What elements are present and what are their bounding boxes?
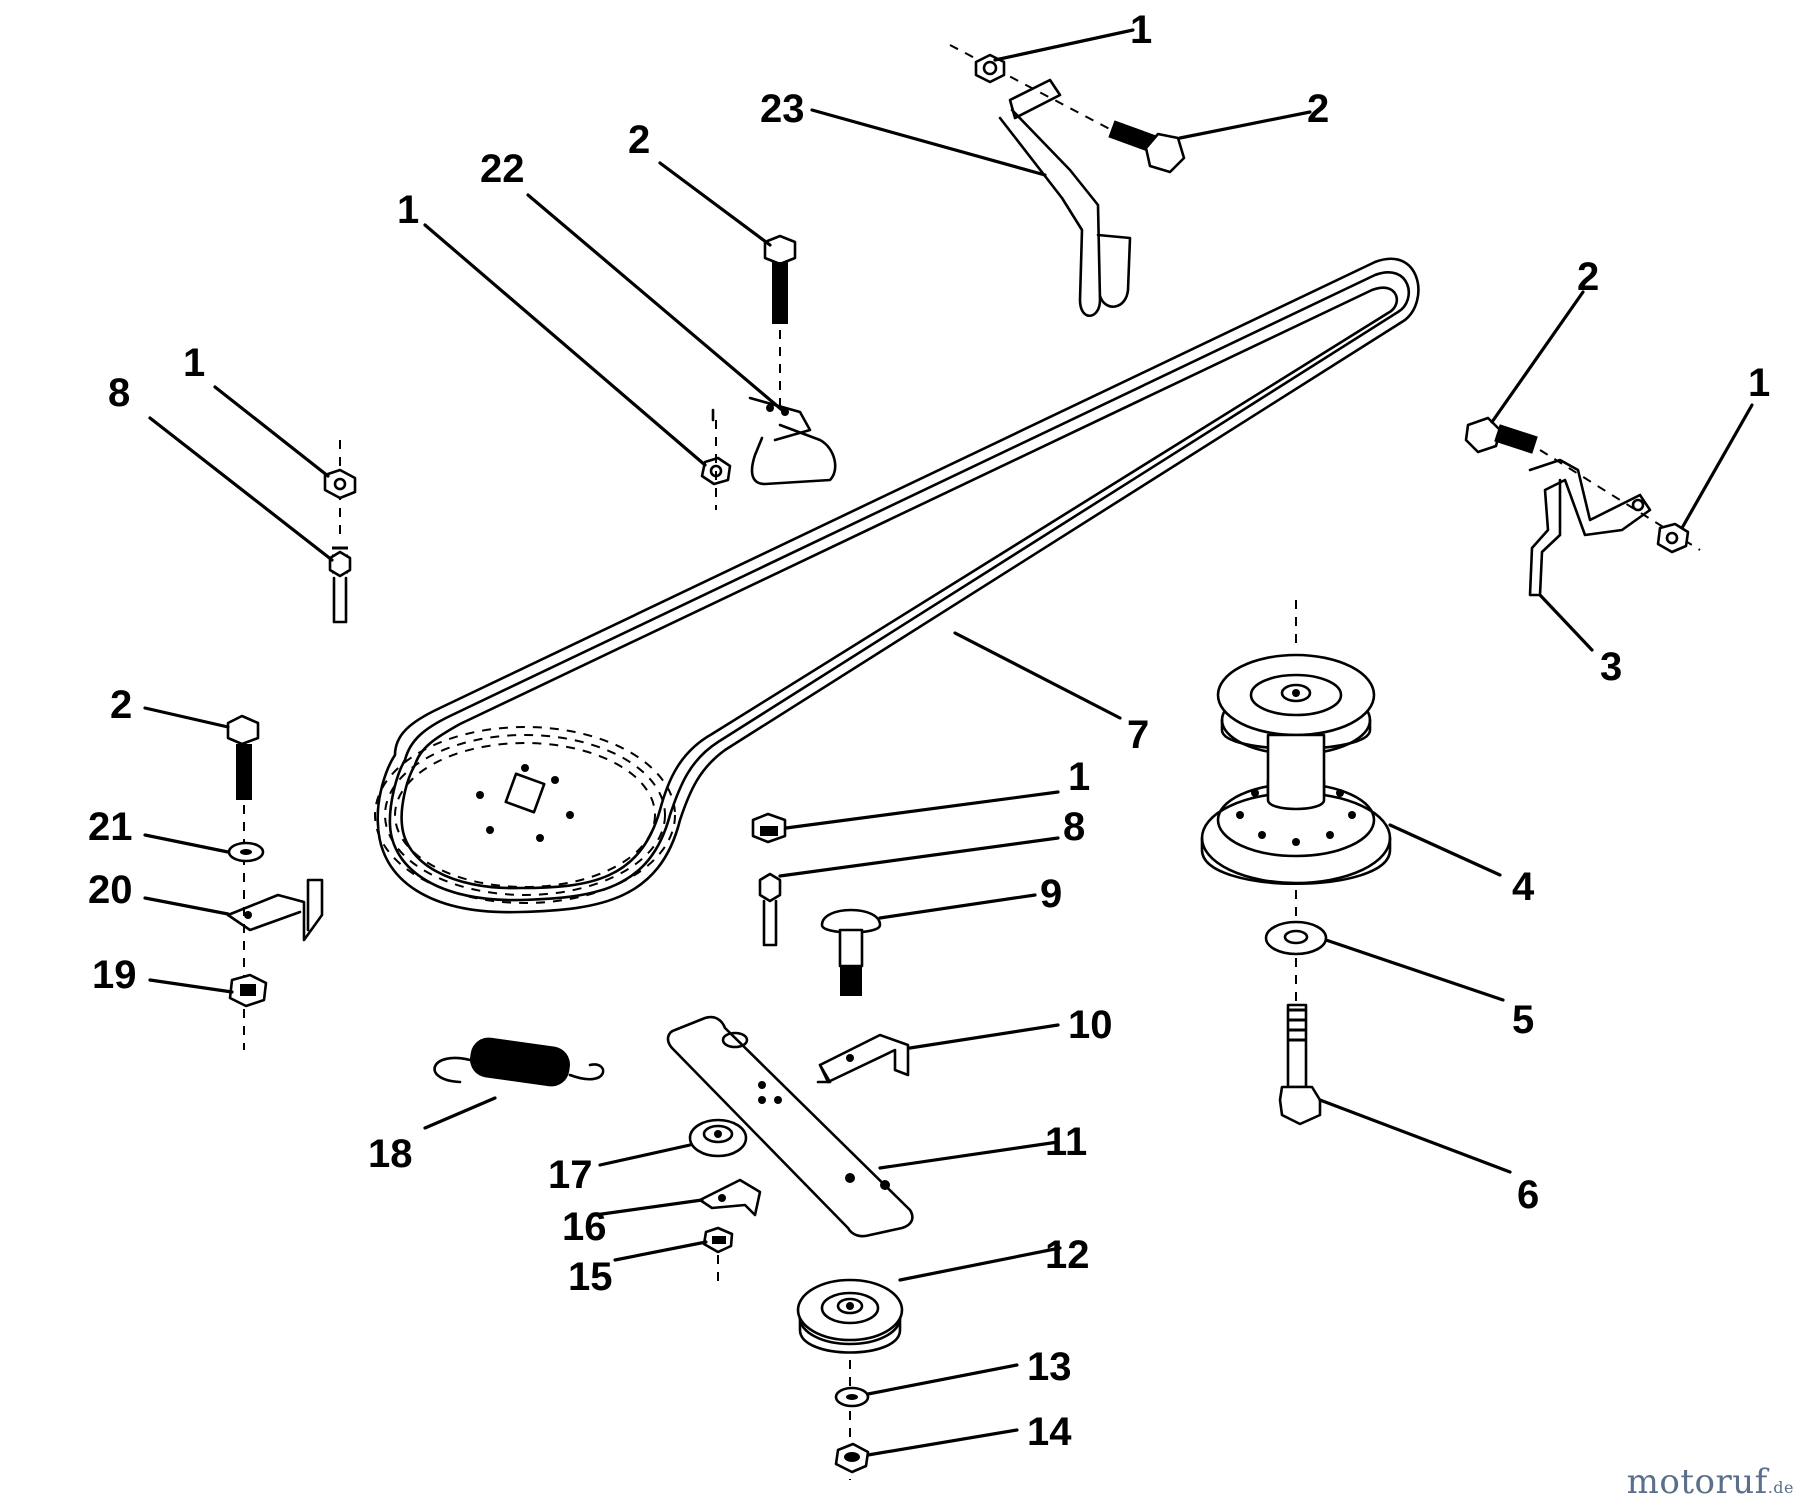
callout-16: 16 [562, 1205, 607, 1249]
callout-23: 23 [760, 87, 805, 131]
callout-4: 4 [1512, 865, 1535, 909]
callout-2-top-right: 2 [1307, 87, 1329, 131]
bolt-top-middle [763, 234, 797, 410]
idler-arm [666, 1015, 914, 1238]
callout-12: 12 [1045, 1233, 1090, 1277]
carriage-bolt [820, 908, 882, 996]
washer-right [1264, 920, 1328, 956]
callout-2-right: 2 [1577, 255, 1599, 299]
idler-bracket [816, 1033, 910, 1084]
belt-guide-bracket-right [1528, 458, 1652, 597]
callout-22: 22 [480, 147, 525, 191]
callout-1-right: 1 [1748, 361, 1770, 405]
stud-middle [758, 872, 782, 947]
nut-middle [751, 812, 787, 844]
callout-2-top-middle: 2 [628, 118, 650, 162]
callout-5: 5 [1512, 998, 1534, 1042]
callout-6: 6 [1517, 1173, 1539, 1217]
callout-7: 7 [1127, 713, 1149, 757]
callout-8-middle: 8 [1063, 805, 1085, 849]
washer-left [227, 841, 265, 863]
callout-21: 21 [88, 805, 133, 849]
tension-spring [433, 1037, 605, 1087]
callout-1-top: 1 [1130, 8, 1152, 52]
drive-belt [374, 257, 1420, 914]
callout-labels: 1 2 23 2 22 1 1 8 2 1 3 7 2 21 20 19 1 8… [88, 8, 1770, 1454]
small-bracket [698, 1178, 762, 1217]
callout-15: 15 [568, 1255, 613, 1299]
callout-1-left-top: 1 [183, 341, 205, 385]
callout-17: 17 [548, 1153, 593, 1197]
callout-14: 14 [1027, 1410, 1072, 1454]
watermark-name: motoruf [1626, 1462, 1768, 1502]
callout-3: 3 [1600, 645, 1622, 689]
bolt-right-bottom [1278, 1003, 1322, 1126]
callout-19: 19 [92, 953, 137, 997]
nut-left-bottom [228, 973, 268, 1008]
callout-9: 9 [1040, 872, 1062, 916]
callout-1-middle: 1 [1068, 755, 1090, 799]
stud-left-top [328, 546, 352, 624]
leader-lines [143, 28, 1754, 1457]
watermark-tld: .de [1767, 1478, 1794, 1497]
idler-pulley [796, 1278, 904, 1480]
nut-right [1656, 522, 1690, 554]
nut-top-middle [700, 420, 732, 510]
double-pulley [1200, 600, 1392, 1010]
callout-2-left-bottom: 2 [110, 683, 132, 727]
callout-10: 10 [1068, 1003, 1113, 1047]
nut-bottom [834, 1442, 870, 1474]
bolt-left-bottom [226, 714, 260, 1050]
callout-1-top-middle: 1 [397, 188, 419, 232]
spacer [688, 1118, 748, 1158]
watermark: motoruf.de [1627, 1462, 1794, 1502]
callout-8-left-top: 8 [108, 371, 130, 415]
washer-bottom [834, 1386, 870, 1408]
callout-11: 11 [1045, 1120, 1087, 1164]
callout-20: 20 [88, 868, 133, 912]
nut-small [702, 1226, 734, 1285]
nut-left-top [323, 440, 357, 540]
bracket-left [226, 878, 324, 942]
callout-13: 13 [1027, 1345, 1072, 1389]
belt-guide-clip [711, 396, 837, 486]
belt-guide-hook-top [949, 44, 1186, 318]
callout-18: 18 [368, 1132, 413, 1176]
